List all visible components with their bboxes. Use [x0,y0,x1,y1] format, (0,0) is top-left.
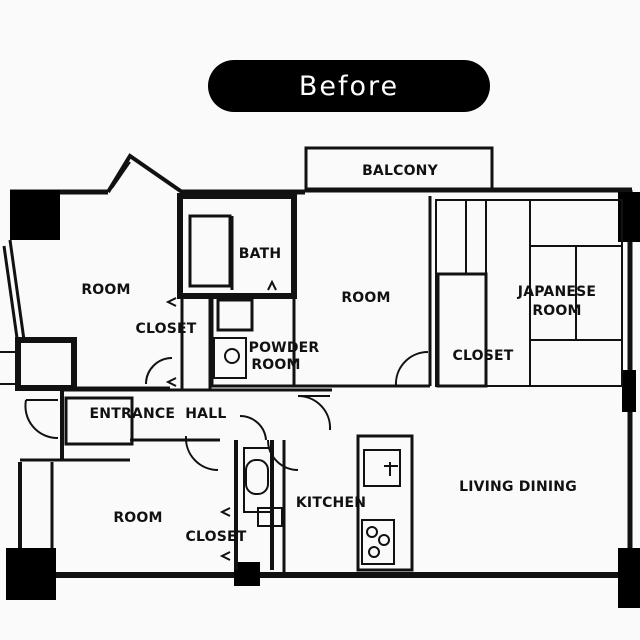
wall-left-slant [2,239,26,346]
room-top-left-label: ROOM [81,282,130,298]
hall-bottom-wall [20,438,220,462]
door-arc-toilet [239,414,267,441]
pillar-bottom [234,562,260,586]
kitchen-sink [363,449,401,487]
pillar-right-mid [622,370,636,412]
room-labels: BALCONY BATH ROOM CLOSET POWDER ROOM ROO… [81,163,596,545]
balcony-label: BALCONY [362,163,439,179]
balcony-outline [304,146,494,192]
room-bottom-left-label: ROOM [113,510,162,526]
arrow-closet-1 [165,297,177,307]
bay-window [106,153,184,194]
sink [216,298,254,332]
japanese-room-label-1: JAPANESE [517,284,596,300]
corner-block-tr [618,192,640,242]
door-arc-closet [145,357,173,385]
door-arc-living [267,439,299,471]
toilet-bowl [224,348,240,364]
door-arc-hall-bottom [184,435,219,472]
closet-left-label: CLOSET [136,321,197,337]
stove [361,519,395,565]
closet-left-wall [180,296,212,392]
bathtub [188,214,232,288]
entrance-box [64,396,134,446]
toilet-tank [245,459,269,495]
walls [0,146,640,608]
closet-right-wall [436,272,488,388]
powder-room-label-1: POWDER [249,340,320,356]
arrow-closet-3 [219,507,231,517]
burner-1 [366,526,378,538]
left-alcove [15,337,77,391]
corner-block-bl [6,548,56,600]
bath-label: BATH [239,246,282,262]
toilet-box [213,337,247,379]
burner-3 [368,546,380,558]
toilet-sink [257,507,283,527]
japanese-room-label-2: ROOM [532,303,581,319]
powder-room-label-2: ROOM [251,357,300,373]
door-arc-left [24,399,59,440]
arrow-closet-4 [219,551,231,561]
door-arc-center [394,350,429,387]
arrow-closet-2 [165,377,177,387]
corner-block-br [618,548,640,608]
corner-block-tl [10,190,60,240]
entrance-hall-label: ENTRANCE HALL [90,406,227,422]
arrow-bath [267,279,277,291]
before-badge: Before [208,60,490,112]
kitchen-label: KITCHEN [296,495,366,511]
door-arc-hall [297,394,332,431]
living-dining-label: LIVING DINING [459,479,577,495]
room-center-label: ROOM [341,290,390,306]
closet-right-label: CLOSET [453,348,514,364]
closet-bottom-label: CLOSET [186,529,247,545]
before-title: Before [298,70,400,102]
burner-2 [378,534,390,546]
center-room-wall [292,196,430,388]
kitchen-counter [356,434,414,572]
